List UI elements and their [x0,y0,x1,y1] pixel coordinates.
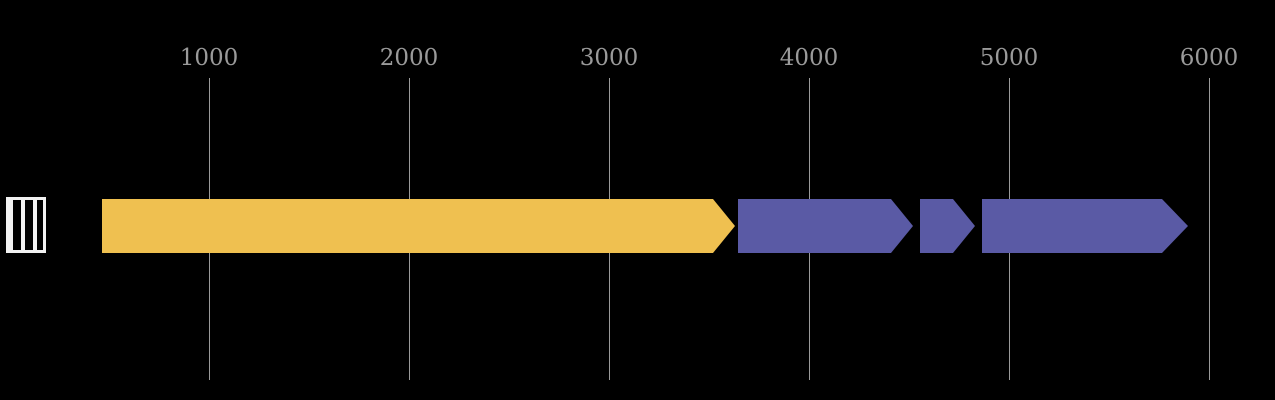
gene-feature-arrow[interactable] [102,199,735,253]
axis-tick-label: 6000 [1179,45,1239,71]
axis-tick-label: 5000 [979,45,1039,71]
gene-feature-arrow-shape [102,199,735,253]
gene-feature-arrow[interactable] [982,199,1188,253]
gene-feature-arrow[interactable] [920,199,975,253]
gene-feature-arrow-fill [102,199,735,253]
gene-feature-arrow[interactable] [738,199,913,253]
gene-feature-arrow-shape [920,199,975,253]
axis-tick-label: 2000 [379,45,439,71]
gene-feature-arrow-shape [982,199,1188,253]
gene-feature-arrow-shape [738,199,913,253]
hatched-strand-marker-icon [6,197,46,253]
gene-feature-arrow-fill [738,199,913,253]
axis-tick-label: 4000 [779,45,839,71]
axis-tick-label: 1000 [179,45,239,71]
gene-feature-arrow-fill [920,199,975,253]
axis-tick-label: 3000 [579,45,639,71]
gene-feature-arrow-fill [982,199,1188,253]
axis-gridline [1209,78,1210,380]
